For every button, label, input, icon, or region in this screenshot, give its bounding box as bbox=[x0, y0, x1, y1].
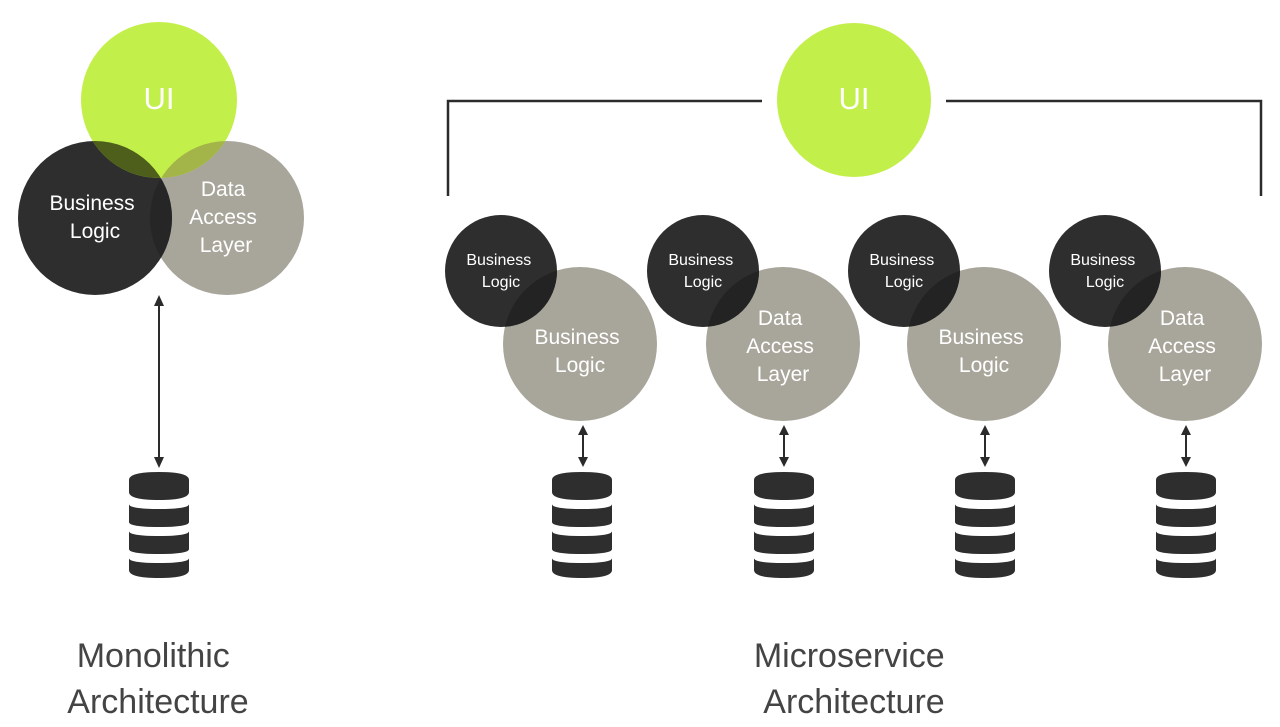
service-big-label: Business Logic bbox=[534, 326, 625, 377]
micro-ui-label: UI bbox=[839, 81, 870, 116]
micro-caption: Microservice Architecture bbox=[754, 637, 954, 721]
service-overlap bbox=[503, 267, 557, 327]
service-overlap bbox=[706, 267, 759, 327]
service-small-label: Business Logic bbox=[869, 252, 938, 291]
mono-ui-label: UI bbox=[144, 81, 175, 116]
database-icon bbox=[955, 472, 1015, 578]
service-bidirectional-arrow bbox=[1181, 425, 1191, 467]
mono-bidirectional-arrow bbox=[154, 295, 164, 468]
database-icon bbox=[1156, 472, 1216, 578]
database-icon bbox=[754, 472, 814, 578]
mono-data-access-circle bbox=[150, 141, 304, 295]
service-0: Business Logic Business Logic bbox=[445, 215, 657, 578]
service-big-label: Business Logic bbox=[938, 326, 1029, 377]
service-small-label: Business Logic bbox=[668, 252, 737, 291]
service-overlap bbox=[907, 267, 960, 327]
mono-business-logic-label: Business Logic bbox=[49, 192, 140, 243]
ui-connector-bracket bbox=[446, 99, 1263, 196]
service-2: Business Logic Business Logic bbox=[848, 215, 1061, 578]
service-bidirectional-arrow bbox=[578, 425, 588, 467]
service-small-label: Business Logic bbox=[1070, 252, 1139, 291]
service-bidirectional-arrow bbox=[779, 425, 789, 467]
service-big-label: Data Access Layer bbox=[1148, 307, 1222, 386]
database-icon bbox=[129, 472, 189, 578]
service-small-label: Business Logic bbox=[466, 252, 535, 291]
mono-data-access-label: Data Access Layer bbox=[189, 178, 263, 257]
mono-ui-circle bbox=[81, 22, 237, 178]
mono-caption: Monolithic Architecture bbox=[67, 637, 248, 721]
service-big-label: Data Access Layer bbox=[746, 307, 820, 386]
mono-business-logic-circle bbox=[18, 141, 172, 295]
microservice-diagram: UI Business Logic Business Logic bbox=[445, 23, 1263, 721]
service-bidirectional-arrow bbox=[980, 425, 990, 467]
database-icon bbox=[552, 472, 612, 578]
service-1: Business Logic Data Access Layer bbox=[647, 215, 860, 578]
monolithic-diagram: UI Business Logic Data Access Layer Mono… bbox=[18, 22, 304, 721]
service-overlap bbox=[1108, 267, 1161, 327]
service-3: Business Logic Data Access Layer bbox=[1049, 215, 1262, 578]
micro-ui-circle bbox=[777, 23, 931, 177]
